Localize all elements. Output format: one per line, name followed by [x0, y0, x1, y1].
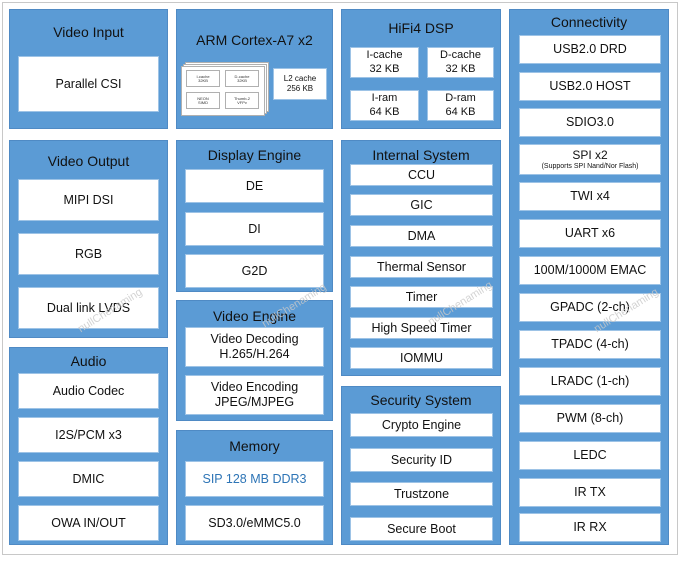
high-speed-timer-block: High Speed Timer: [350, 317, 493, 339]
dsp-title: HiFi4 DSP: [388, 20, 454, 36]
pwm-block: PWM (8-ch): [519, 404, 661, 433]
connectivity-panel: Connectivity USB2.0 DRD USB2.0 HOST SDIO…: [509, 9, 669, 545]
cpu-title: ARM Cortex-A7 x2: [196, 32, 313, 48]
trustzone-block: Trustzone: [350, 482, 493, 506]
sdio-block: SDIO3.0: [519, 108, 661, 137]
video-engine-title: Video Engine: [212, 308, 297, 324]
security-id-block: Security ID: [350, 448, 493, 472]
ir-rx-block: IR RX: [519, 513, 661, 542]
de-block: DE: [185, 169, 324, 203]
video-input-title: Video Input: [53, 24, 124, 40]
tpadc-block: TPADC (4-ch): [519, 330, 661, 359]
lradc-block: LRADC (1-ch): [519, 367, 661, 396]
ir-tx-block: IR TX: [519, 478, 661, 507]
gpadc-block: GPADC (2-ch): [519, 293, 661, 322]
usb-host-block: USB2.0 HOST: [519, 72, 661, 101]
video-output-title: Video Output: [47, 153, 130, 169]
emac-block: 100M/1000M EMAC: [519, 256, 661, 285]
dual-link-lvds-block: Dual link LVDS: [18, 287, 159, 329]
memory-title: Memory: [229, 438, 280, 454]
sd-emmc-block: SD3.0/eMMC5.0: [185, 505, 324, 541]
audio-title: Audio: [70, 353, 107, 369]
spi-block: SPI x2 (Supports SPI Nand/Nor Flash): [519, 144, 661, 175]
crypto-engine-block: Crypto Engine: [350, 413, 493, 437]
gic-block: GIC: [350, 194, 493, 216]
display-engine-title: Display Engine: [207, 147, 302, 163]
audio-panel: Audio Audio Codec I2S/PCM x3 DMIC OWA IN…: [9, 347, 168, 545]
usb-drd-block: USB2.0 DRD: [519, 35, 661, 64]
secure-boot-block: Secure Boot: [350, 517, 493, 541]
uart-block: UART x6: [519, 219, 661, 248]
g2d-block: G2D: [185, 254, 324, 288]
internal-system-panel: Internal System CCU GIC DMA Thermal Sens…: [341, 140, 501, 376]
rgb-block: RGB: [18, 233, 159, 275]
audio-codec-block: Audio Codec: [18, 373, 159, 409]
security-system-title: Security System: [370, 392, 472, 408]
iommu-block: IOMMU: [350, 347, 493, 369]
di-block: DI: [185, 212, 324, 246]
parallel-csi-block: Parallel CSI: [18, 56, 159, 112]
dma-block: DMA: [350, 225, 493, 247]
internal-system-title: Internal System: [372, 147, 470, 163]
owa-block: OWA IN/OUT: [18, 505, 159, 541]
display-engine-panel: Display Engine DE DI G2D: [176, 140, 333, 292]
mipi-dsi-block: MIPI DSI: [18, 179, 159, 221]
ledc-block: LEDC: [519, 441, 661, 470]
sip-ddr3-block: SIP 128 MB DDR3: [185, 461, 324, 497]
memory-panel: Memory SIP 128 MB DDR3 SD3.0/eMMC5.0: [176, 430, 333, 545]
thermal-sensor-block: Thermal Sensor: [350, 256, 493, 278]
twi-block: TWI x4: [519, 182, 661, 211]
ccu-block: CCU: [350, 164, 493, 186]
timer-block: Timer: [350, 286, 493, 308]
video-input-panel: Video Input Parallel CSI: [9, 9, 168, 129]
i2s-pcm-block: I2S/PCM x3: [18, 417, 159, 453]
connectivity-title: Connectivity: [550, 14, 628, 30]
security-system-panel: Security System Crypto Engine Security I…: [341, 386, 501, 545]
dmic-block: DMIC: [18, 461, 159, 497]
video-output-panel: Video Output MIPI DSI RGB Dual link LVDS: [9, 140, 168, 338]
